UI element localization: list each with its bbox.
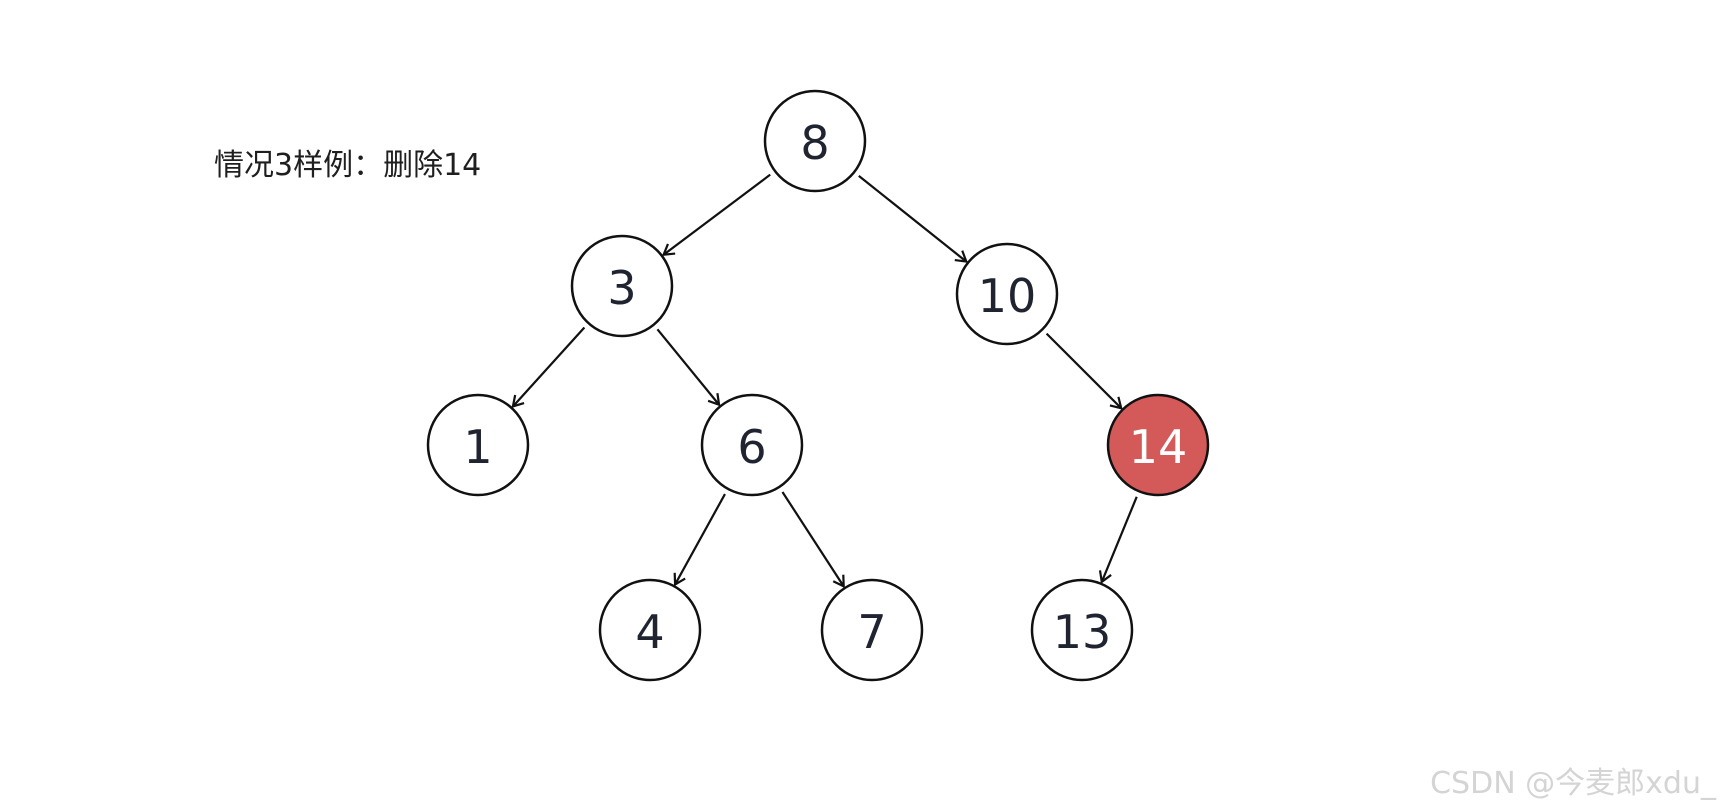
- node-label: 13: [1053, 605, 1112, 659]
- node-circle: [763, 89, 867, 193]
- tree-node-14: 14: [1106, 393, 1210, 497]
- node-circle: [1030, 578, 1134, 682]
- node-label: 4: [635, 605, 664, 659]
- tree-node-13: 13: [1030, 578, 1134, 682]
- node-circle: [598, 578, 702, 682]
- tree-node-4: 4: [598, 578, 702, 682]
- edge-6-to-4: [673, 493, 726, 587]
- node-label: 1: [463, 420, 492, 474]
- tree-node-10: 10: [955, 242, 1059, 346]
- edge-8-to-3: [661, 173, 771, 257]
- node-circle: [426, 393, 530, 497]
- edge-10-to-14: [1045, 332, 1123, 410]
- node-label: 14: [1129, 420, 1188, 474]
- tree-nodes: 8 3 10 1 6 14 4 7 13: [426, 89, 1210, 682]
- node-label: 10: [978, 269, 1037, 323]
- tree-node-3: 3: [570, 234, 674, 338]
- node-label: 8: [800, 116, 829, 170]
- node-label: 7: [857, 605, 886, 659]
- edge-3-to-1: [511, 326, 586, 409]
- tree-node-1: 1: [426, 393, 530, 497]
- diagram-caption: 情况3样例：删除14: [214, 148, 482, 183]
- node-circle: [955, 242, 1059, 346]
- tree-node-7: 7: [820, 578, 924, 682]
- tree-node-6: 6: [700, 393, 804, 497]
- node-label: 3: [607, 261, 636, 315]
- node-label: 6: [737, 420, 766, 474]
- node-circle: [820, 578, 924, 682]
- tree-node-8: 8: [763, 89, 867, 193]
- edge-14-to-13: [1098, 496, 1138, 584]
- edge-8-to-10: [858, 175, 969, 263]
- node-circle: [570, 234, 674, 338]
- watermark: CSDN @今麦郎xdu_: [1430, 766, 1716, 801]
- node-circle: [700, 393, 804, 497]
- tree-edges: [511, 173, 1138, 589]
- highlighted-node-circle: [1106, 393, 1210, 497]
- edge-3-to-6: [656, 328, 721, 407]
- edge-6-to-7: [781, 491, 845, 589]
